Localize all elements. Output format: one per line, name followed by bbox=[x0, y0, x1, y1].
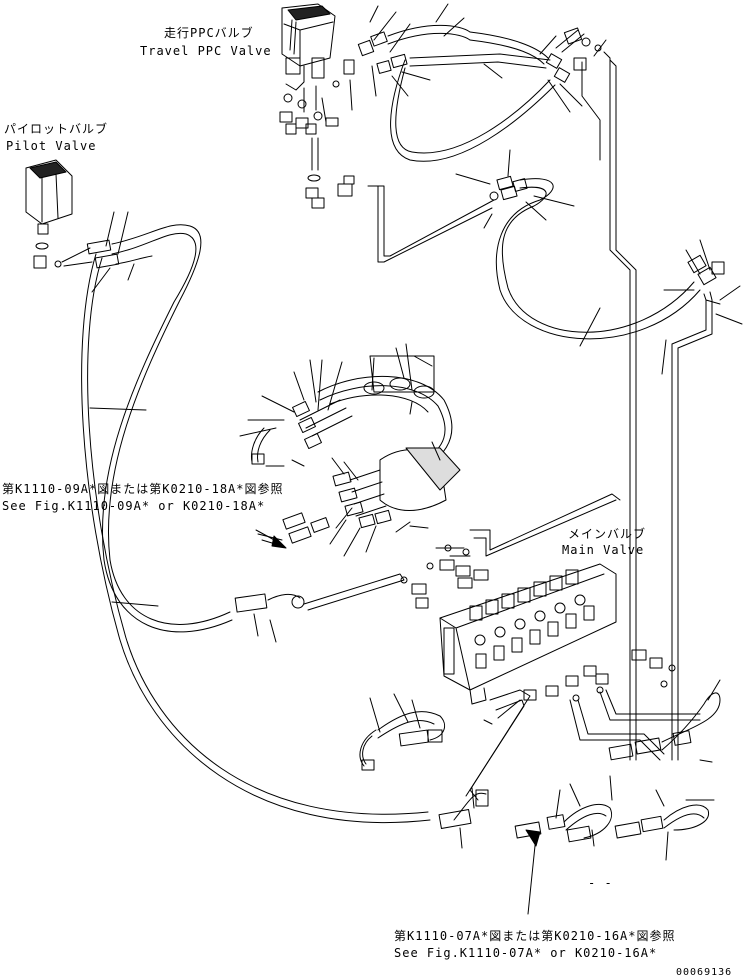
drawing-number: 00069136 bbox=[676, 967, 733, 978]
upper-right-fittings bbox=[545, 27, 637, 761]
travel-ppc-valve-label-jp: 走行PPCバルブ bbox=[164, 26, 254, 40]
ppc-return-lines bbox=[367, 175, 725, 761]
main-valve-body bbox=[439, 563, 617, 705]
reference-fittings-a bbox=[257, 512, 330, 547]
lower-hoses bbox=[359, 692, 721, 843]
leader-lines bbox=[89, 3, 743, 861]
pilot-valve-body bbox=[25, 159, 73, 269]
pilot-to-main-hose bbox=[234, 573, 405, 613]
swivel-hose-bundle bbox=[251, 355, 461, 529]
travel-ppc-valve-label-en: Travel PPC Valve bbox=[140, 44, 272, 58]
pilot-valve-label-jp: パイロットバルブ bbox=[4, 122, 109, 136]
figure-reference-1-en: See Fig.K1110-09A* or K0210-18A* bbox=[2, 499, 266, 513]
main-valve-piping bbox=[465, 493, 701, 801]
travel-ppc-valve-body bbox=[281, 3, 336, 91]
travel-ppc-hoses bbox=[357, 24, 556, 162]
main-valve-label-en: Main Valve bbox=[562, 543, 645, 557]
main-valve-label-jp: メインバルブ bbox=[568, 527, 647, 541]
pilot-valve-label-en: Pilot Valve bbox=[6, 139, 97, 153]
main-valve-fittings bbox=[400, 544, 676, 702]
reference-arrow bbox=[525, 829, 541, 915]
travel-ppc-fittings bbox=[279, 59, 355, 209]
reference-arrow-upper bbox=[255, 529, 287, 549]
figure-reference-1-jp: 第K1110-09A*図または第K0210-18A*図参照 bbox=[2, 482, 284, 496]
stray-mark: - - bbox=[588, 876, 613, 890]
pilot-valve-hoses bbox=[61, 224, 431, 824]
figure-reference-2-jp: 第K1110-07A*図または第K0210-16A*図参照 bbox=[394, 929, 676, 943]
figure-reference-2-en: See Fig.K1110-07A* or K0210-16A* bbox=[394, 946, 658, 960]
